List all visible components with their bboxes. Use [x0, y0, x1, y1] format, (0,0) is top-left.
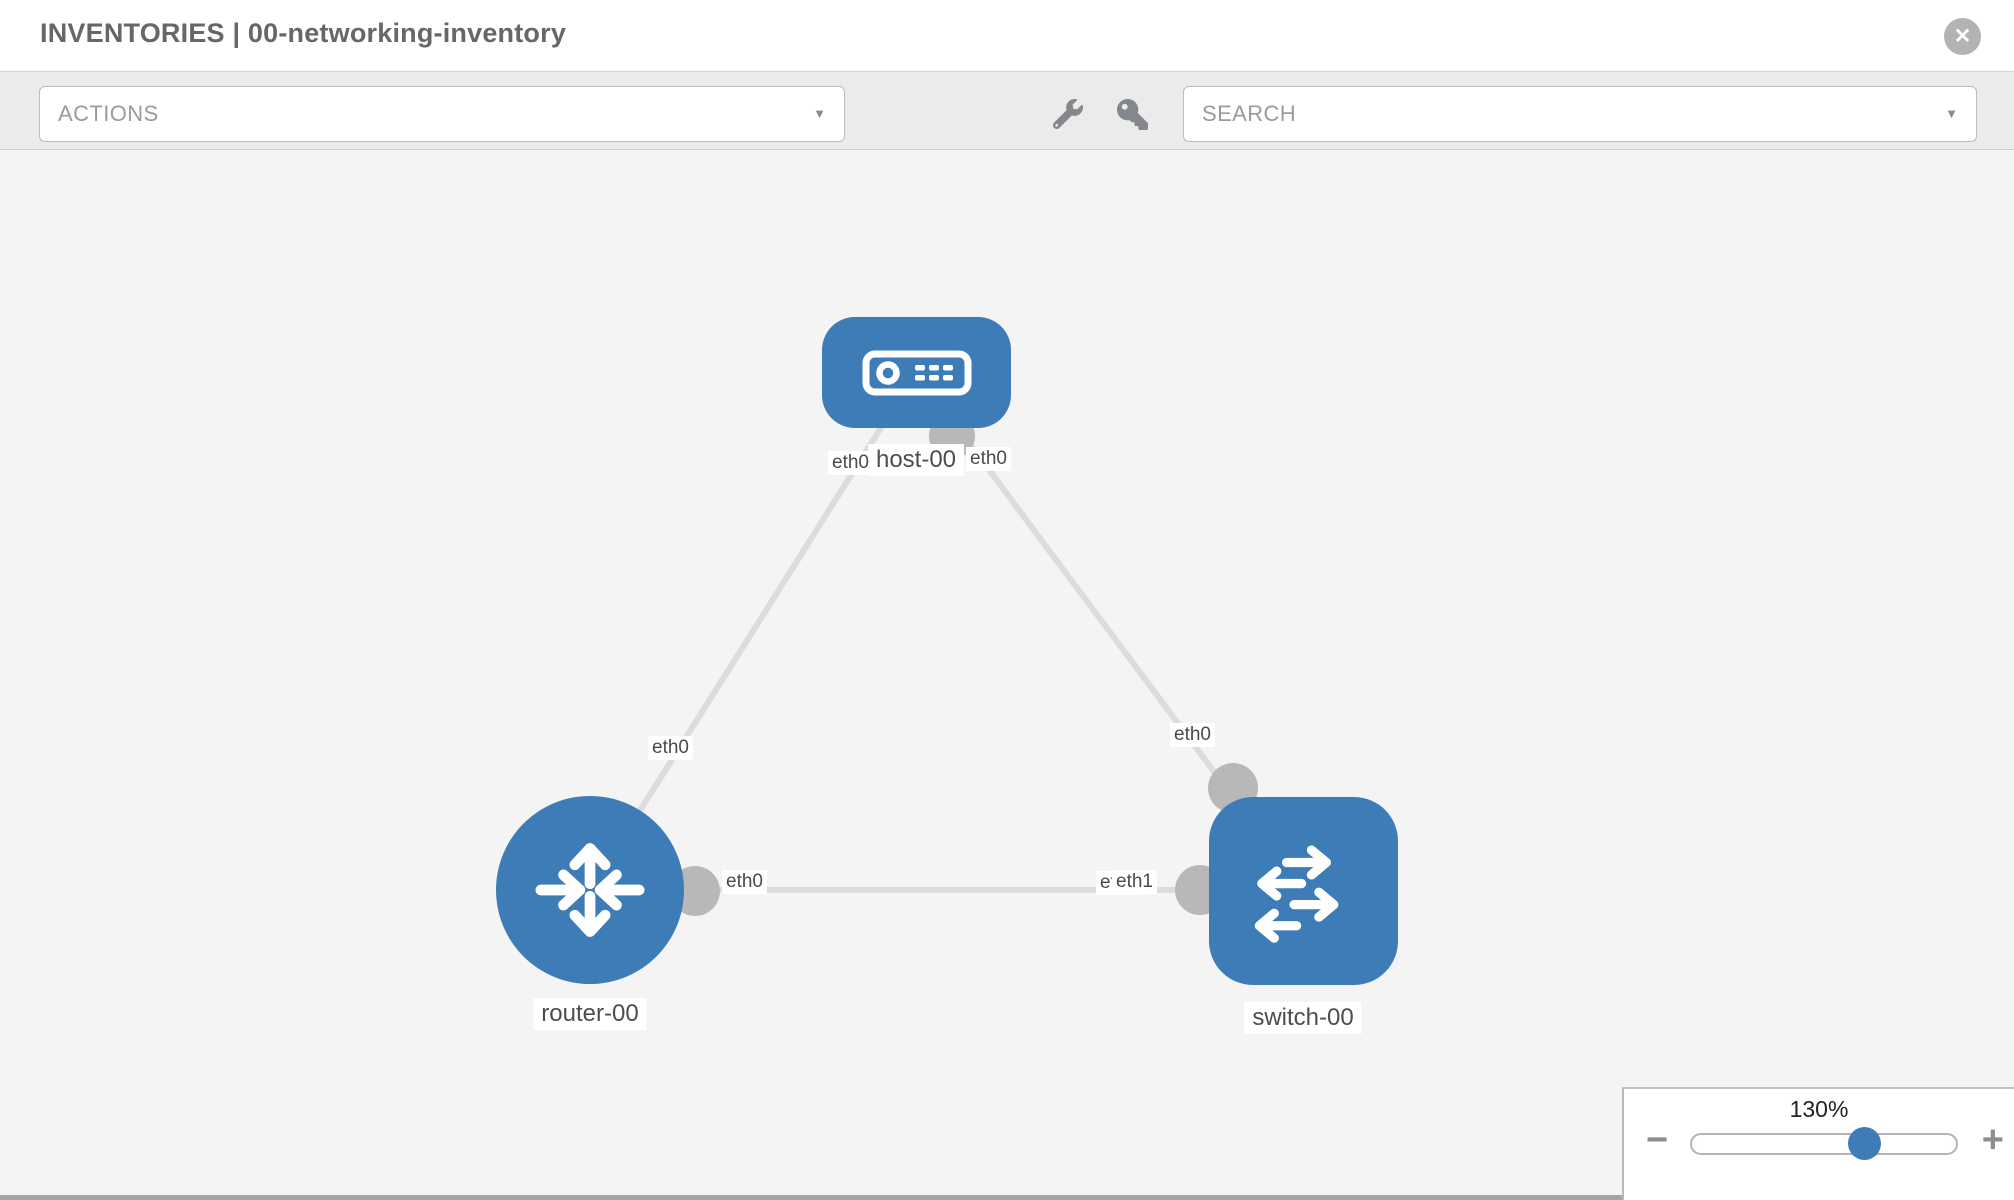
page-title: INVENTORIES | 00-networking-inventory	[40, 18, 567, 48]
key-button[interactable]	[1112, 94, 1152, 134]
switch-icon	[1254, 845, 1338, 943]
interface-label-switch-eth1: eth1	[1112, 870, 1157, 894]
interface-label-host-eth0-left: eth0	[828, 451, 873, 475]
zoom-level: 130%	[1789, 1096, 1849, 1122]
host-icon	[862, 350, 971, 395]
key-icon	[1116, 98, 1148, 130]
canvas-bottom-scrollbar[interactable]	[0, 1195, 1622, 1200]
zoom-slider-track[interactable]	[1690, 1127, 1958, 1160]
search-dropdown-label: SEARCH	[1202, 101, 1297, 126]
topology-canvas[interactable]: host-00 router-00 switch-00 eth0 eth0 et…	[0, 150, 2014, 1200]
zoom-in-button[interactable]: +	[1981, 1119, 2004, 1161]
chevron-down-icon: ▼	[813, 106, 826, 121]
close-icon: ✕	[1953, 25, 1972, 48]
toolbar: ACTIONS ▼ SEARCH ▼	[0, 71, 2014, 150]
chevron-down-icon: ▼	[1945, 106, 1958, 121]
zoom-panel: 130% − +	[1622, 1087, 2014, 1200]
wrench-icon	[1053, 99, 1083, 129]
node-switch-00[interactable]	[1209, 797, 1398, 985]
node-host-00[interactable]	[822, 317, 1011, 428]
actions-dropdown[interactable]: ACTIONS ▼	[39, 86, 845, 142]
zoom-out-button[interactable]: −	[1646, 1119, 1669, 1161]
router-icon	[535, 843, 645, 937]
actions-dropdown-label: ACTIONS	[58, 101, 159, 126]
node-label-host-00: host-00	[867, 444, 965, 476]
node-router-00[interactable]	[496, 796, 684, 984]
header: INVENTORIES | 00-networking-inventory ✕	[0, 0, 2014, 71]
node-label-router-00: router-00	[533, 998, 647, 1030]
node-label-switch-00: switch-00	[1244, 1002, 1362, 1034]
wrench-button[interactable]	[1048, 94, 1088, 134]
close-button[interactable]: ✕	[1944, 18, 1981, 55]
interface-label-host-eth0-right: eth0	[966, 447, 1011, 471]
search-dropdown[interactable]: SEARCH ▼	[1183, 86, 1977, 142]
links-layer	[587, 370, 1306, 916]
interface-label-router-eth0-uplink: eth0	[648, 736, 693, 760]
interface-label-switch-eth0-uplink: eth0	[1170, 723, 1215, 747]
interface-label-router-eth0: eth0	[722, 870, 767, 894]
zoom-slider-thumb[interactable]	[1848, 1127, 1881, 1160]
